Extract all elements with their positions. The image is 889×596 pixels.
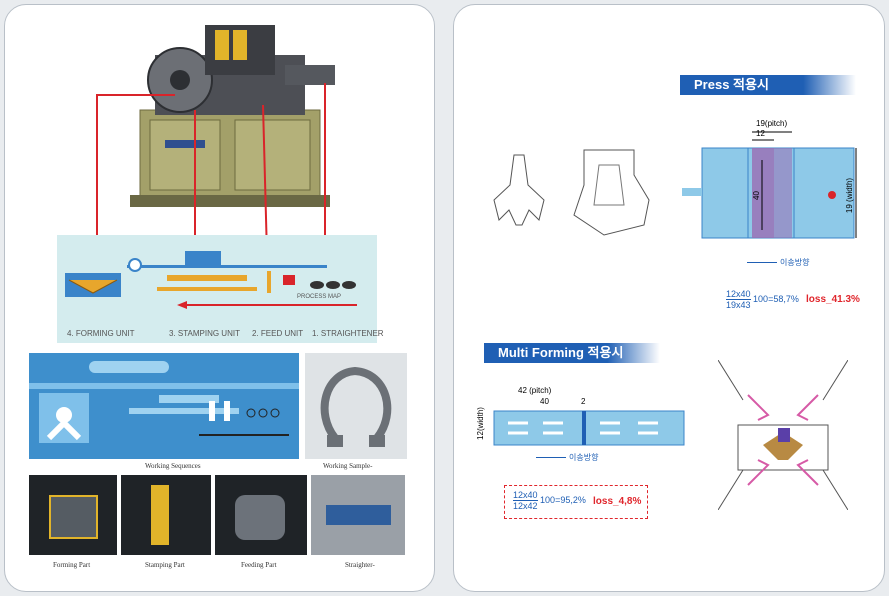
machine-photo: [130, 25, 335, 207]
press-width-label: 19 (width): [845, 177, 855, 214]
working-sample-photo: [305, 353, 407, 459]
multi-loss: loss_4,8%: [593, 496, 642, 507]
left-panel: PROCESS MAP 4. FORMING UNIT 3. STAMPING …: [4, 4, 435, 592]
press-dim40-label: 40: [751, 191, 761, 200]
multi-den: 12x42: [513, 501, 538, 511]
forming-part-photo: [29, 475, 117, 555]
right-panel: Press 적용시 19(pitch) 12 40 19 (width) 이송방…: [453, 4, 885, 592]
press-den: 19x43: [726, 300, 751, 310]
press-pitch-label: 19(pitch): [756, 119, 788, 128]
press-banner: Press 적용시: [680, 75, 856, 95]
multi-dim40-label: 40: [540, 397, 549, 406]
press-direction-arrow: [747, 262, 777, 263]
unit-label: 3. STAMPING UNIT: [169, 329, 240, 338]
multi-direction-arrow: [536, 457, 566, 458]
multi-result: 100=95,2%: [540, 494, 586, 505]
unit-label: 2. FEED UNIT: [252, 329, 304, 338]
press-dim12-label: 12: [756, 129, 765, 138]
unit-label: 1. STRAIGHTENER: [312, 329, 384, 338]
multi-forming-banner: Multi Forming 적용시: [484, 343, 660, 363]
multi-direction-label: 이송방향: [569, 453, 599, 462]
process-map-drawing: [65, 251, 357, 309]
stamping-part-photo: [121, 475, 211, 555]
press-direction-label: 이송방향: [780, 258, 810, 267]
part-caption: Straighter-: [345, 561, 375, 569]
working-sample-caption: Working Sample-: [323, 462, 373, 470]
working-sequences-diagram: [29, 353, 299, 459]
working-sequences-caption: Working Sequences: [145, 462, 201, 470]
press-loss: loss_41.3%: [806, 294, 860, 305]
clamp-sample-icon: [320, 366, 392, 447]
unit-label: 4. FORMING UNIT: [67, 329, 135, 338]
multi-strip-drawing: [493, 410, 685, 446]
pointer-arrows: [89, 83, 333, 263]
multi-width-label: 12(width): [475, 407, 485, 440]
part-caption: Feeding Part: [241, 561, 277, 569]
part-caption: Forming Part: [53, 561, 91, 569]
press-result: 100=58,7%: [753, 293, 799, 304]
press-strip-drawing: [682, 131, 857, 239]
feeding-part-photo: [215, 475, 307, 555]
press-num: 12x40: [726, 289, 751, 300]
process-map-panel: PROCESS MAP 4. FORMING UNIT 3. STAMPING …: [57, 235, 384, 343]
forming-die-drawing: [718, 360, 848, 510]
multi-formula-box: 12x40 12x42 100=95,2% loss_4,8%: [504, 485, 648, 519]
straightener-part-photo: [311, 475, 405, 555]
multi-dim2-label: 2: [581, 397, 586, 406]
press-formula: 12x40 19x43 100=58,7%: [726, 289, 799, 310]
multi-num: 12x40: [513, 490, 538, 501]
part-caption: Stamping Part: [145, 561, 185, 569]
multi-pitch-label: 42 (pitch): [518, 386, 552, 395]
process-map-label: PROCESS MAP: [297, 294, 342, 300]
sequence-drawing: [29, 361, 299, 443]
clip-drawings: [493, 149, 650, 236]
